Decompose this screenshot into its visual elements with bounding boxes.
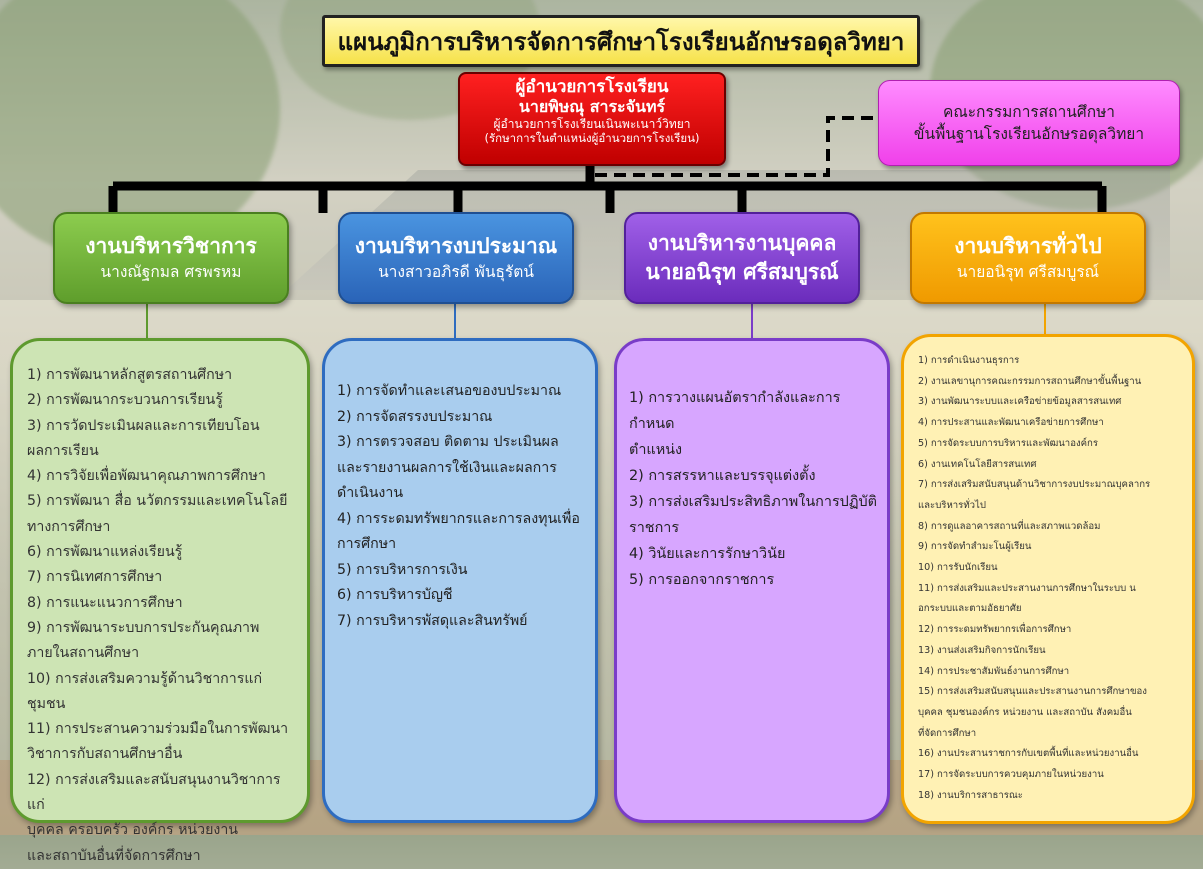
task-list-item: 7) การนิเทศการศึกษา (27, 569, 163, 586)
chart-title: แผนภูมิการบริหารจัดการศึกษาโรงเรียนอักษร… (322, 15, 920, 67)
committee-box: คณะกรรมการสถานศึกษา ขั้นพื้นฐานโรงเรียนอ… (878, 80, 1180, 166)
task-list-budget: 1) การจัดทำและเสนอของบประมาณ 2) การจัดสรร… (322, 338, 598, 823)
task-list-item: ราชการ (629, 520, 680, 536)
task-list-academic: 1) การพัฒนาหลักสูตรสถานศึกษา 2) การพัฒนาก… (10, 338, 310, 864)
director-box: ผู้อำนวยการโรงเรียน นายพิษณุ สาระจันทร์ … (458, 72, 726, 166)
task-list-item: 2) การจัดสรรงบประมาณ (337, 408, 493, 425)
task-list-item: วิชาการกับสถานศึกษาอื่น (27, 746, 183, 763)
task-list-item: ทางการศึกษา (27, 518, 111, 535)
task-list-item: 16) งานประสานราชการกับเขตพื้นที่และหน่วย… (918, 748, 1139, 760)
task-list-item: ดำเนินงาน (337, 485, 404, 501)
task-list-item: 10) การส่งเสริมความรู้ด้านวิชาการแก่ชุมช… (27, 670, 263, 712)
task-list-item: 7) การส่งเสริมสนับสนุนด้านวิชาการงบประมา… (918, 479, 1151, 491)
task-list-item: การศึกษา (337, 536, 397, 552)
task-list-item: 10) การรับนักเรียน (918, 562, 998, 574)
task-list-item: 8) การแนะแนวการศึกษา (27, 594, 183, 611)
task-list-personnel: 1) การวางแผนอัตรากำลังและการกำหนดตำแหน่ง… (614, 338, 890, 823)
task-list-item: 4) การระดมทรัพยากรและการลงทุนเพื่อ (337, 510, 580, 527)
dept-head-general: งานบริหารทั่วไป นายอนิรุท ศรีสมบูรณ์ (910, 212, 1146, 304)
task-list-item: 1) การจัดทำและเสนอของบประมาณ (337, 383, 562, 399)
task-list-item: 2) การพัฒนากระบวนการเรียนรู้ (27, 392, 223, 409)
task-list-item: 12) การส่งเสริมและสนับสนุนงานวิชาการแก่ (27, 771, 281, 814)
dept-head-name-academic: นางณัฐกมล ศรพรหม (100, 262, 242, 281)
task-list-item: บุคคล ชุมชนองค์กร หน่วยงาน และสถาบัน สัง… (918, 706, 1132, 718)
task-list-item: ตำแหน่ง (629, 442, 683, 458)
task-list-item: และสถาบันอื่นที่จัดการศึกษา (27, 847, 201, 864)
dept-head-personnel: งานบริหารงานบุคคล นายอนิรุท ศรีสมบูรณ์ (624, 212, 860, 304)
task-list-item: 4) การประสานและพัฒนาเครือข่ายการศึกษา (918, 417, 1104, 429)
task-list-item: 9) การพัฒนาระบบการประกันคุณภาพ (27, 619, 260, 636)
task-list-item: 11) การประสานความร่วมมือในการพัฒนา (27, 721, 289, 738)
task-list-item: 6) การพัฒนาแหล่งเรียนรู้ (27, 544, 183, 561)
task-list-item: 12) การระดมทรัพยากรเพื่อการศึกษา (918, 624, 1072, 636)
task-list-item: บุคคล ครอบครัว องค์กร หน่วยงาน (27, 822, 238, 839)
task-list-item: 5) การพัฒนา สื่อ นวัตกรรมและเทคโนโลยี (27, 493, 288, 510)
task-list-item: 7) การบริหารพัสดุและสินทรัพย์ (337, 612, 528, 629)
task-list-item: 1) การพัฒนาหลักสูตรสถานศึกษา (27, 367, 233, 383)
task-list-item: และรายงานผลการใช้เงินและผลการ (337, 459, 557, 476)
dept-title-personnel: งานบริหารงานบุคคล (647, 230, 837, 255)
director-acting-note: (รักษาการในตำแหน่งผู้อำนวยการโรงเรียน) (484, 130, 700, 145)
task-list-item: 4) การวิจัยเพื่อพัฒนาคุณภาพการศึกษา (27, 468, 266, 485)
dept-head-academic: งานบริหารวิชาการ นางณัฐกมล ศรพรหม (53, 212, 289, 304)
dept-title-general: งานบริหารทั่วไป (954, 234, 1102, 259)
task-list-item: 15) การส่งเสริมสนับสนุนและประสานงานการศึ… (918, 686, 1147, 698)
task-list-item: 3) การวัดประเมินผลและการเทียบโอน (27, 417, 260, 434)
org-connector-lines (108, 116, 1107, 338)
task-list-item: 17) การจัดระบบการควบคุมภายในหน่วยงาน (918, 769, 1104, 781)
task-list-item: 3) การตรวจสอบ ติดตาม ประเมินผล (337, 434, 559, 450)
committee-line-1: คณะกรรมการสถานศึกษา (942, 102, 1116, 121)
dept-head-name-general: นายอนิรุท ศรีสมบูรณ์ (956, 262, 1100, 281)
director-name: นายพิษณุ สาระจันทร์ (518, 96, 666, 116)
director-affiliation: ผู้อำนวยการโรงเรียนเนินพะเนาว์วิทยา (493, 116, 691, 131)
task-list-item: 4) วินัยและการรักษาวินัย (629, 546, 786, 562)
dept-head-name-personnel: นายอนิรุท ศรีสมบูรณ์ (645, 260, 839, 284)
task-list-item: ผลการเรียน (27, 442, 99, 459)
task-list-item: 2) การสรรหาและบรรจุแต่งตั้ง (629, 468, 816, 484)
task-list-item: ภายในสถานศึกษา (27, 645, 140, 662)
task-list-item: 18) งานบริการสาธารณะ (918, 789, 1023, 801)
dept-head-name-budget: นางสาวอภิรดี พันธุรัตน์ (378, 262, 534, 281)
dept-head-budget: งานบริหารงบประมาณ นางสาวอภิรดี พันธุรัตน… (338, 212, 574, 304)
task-list-item: และบริหารทั่วไป (918, 499, 986, 511)
task-list-item: 5) การออกจากราชการ (629, 572, 775, 588)
task-list-item: ที่จัดการศึกษา (918, 727, 977, 739)
task-list-item: 1) การวางแผนอัตรากำลังและการกำหนด (629, 390, 841, 432)
task-list-item: 8) การดูแลอาคารสถานที่และสภาพแวดล้อม (918, 520, 1101, 532)
task-list-item: 9) การจัดทำสำมะโนผู้เรียน (918, 541, 1032, 553)
committee-line-2: ขั้นพื้นฐานโรงเรียนอักษรอดุลวิทยา (913, 125, 1145, 143)
task-list-item: 2) งานเลขานุการคณะกรรมการสถานศึกษาขั้นพื… (918, 375, 1142, 387)
dept-title-budget: งานบริหารงบประมาณ (354, 234, 558, 259)
task-list-item: 5) การจัดระบบการบริหารและพัฒนาองค์กร (918, 437, 1099, 449)
task-list-item: 13) งานส่งเสริมกิจการนักเรียน (918, 644, 1046, 656)
task-list-item: 11) การส่งเสริมและประสานงานการศึกษาในระบ… (918, 582, 1136, 594)
task-list-item: 3) การส่งเสริมประสิทธิภาพในการปฏิบัติ (629, 494, 877, 510)
task-list-item: 6) การบริหารบัญชี (337, 587, 453, 603)
task-list-item: อกระบบและตามอัธยาศัย (918, 603, 1022, 615)
task-list-item: 5) การบริหารการเงิน (337, 561, 468, 578)
task-list-item: 14) การประชาสัมพันธ์งานการศึกษา (918, 665, 1070, 677)
task-list-item: 1) การดำเนินงานธุรการ (918, 355, 1020, 366)
dept-title-academic: งานบริหารวิชาการ (85, 234, 257, 259)
task-list-item: 6) งานเทคโนโลยีสารสนเทศ (918, 458, 1037, 470)
task-list-general: 1) การดำเนินงานธุรการ 2) งานเลขานุการคณะก… (901, 334, 1195, 824)
director-position: ผู้อำนวยการโรงเรียน (515, 77, 669, 97)
committee-dashed-link (595, 116, 878, 177)
task-list-item: 3) งานพัฒนาระบบและเครือข่ายข้อมูลสารสนเท… (918, 396, 1122, 408)
